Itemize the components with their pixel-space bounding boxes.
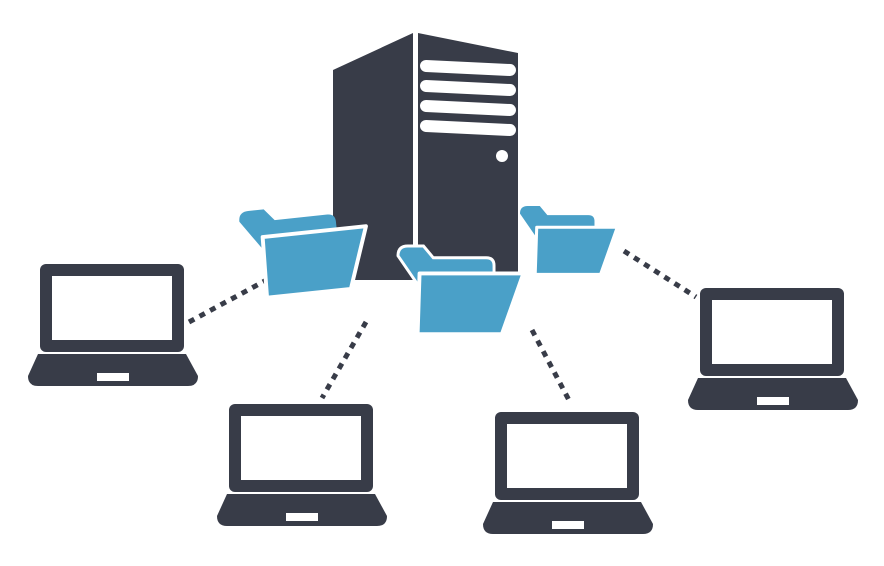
laptop-icon — [28, 264, 198, 386]
laptop-display — [507, 424, 627, 488]
laptop-trackpad — [286, 513, 318, 521]
server-drive-bay — [420, 60, 516, 76]
open-folder-icon — [520, 206, 619, 276]
laptop-base — [483, 502, 653, 534]
laptop-display — [52, 276, 172, 340]
connection-line-left — [187, 274, 274, 325]
folder-front — [415, 271, 526, 337]
laptop-base — [688, 378, 858, 410]
open-folder-icon — [396, 244, 526, 337]
connection-lines — [187, 248, 698, 406]
folder-front — [260, 224, 368, 300]
laptop-display — [712, 300, 832, 364]
folder-front — [533, 225, 619, 276]
server-power-light — [496, 150, 508, 162]
server-tower-icon — [333, 33, 518, 280]
laptop-icon — [217, 404, 387, 526]
connection-line-center-right — [529, 328, 574, 406]
server-drive-bays — [420, 60, 516, 136]
server-drive-bay — [420, 120, 516, 136]
connection-line-center-left — [319, 320, 369, 400]
server-side-panel — [333, 33, 413, 280]
laptop-trackpad — [97, 373, 129, 381]
laptop-trackpad — [757, 397, 789, 405]
laptop-icon — [688, 288, 858, 410]
server-drive-bay — [420, 100, 516, 116]
open-folder-icon — [239, 209, 368, 300]
connection-line-right — [622, 248, 698, 300]
laptop-base — [28, 354, 198, 386]
laptop-trackpad — [552, 521, 584, 529]
laptop-icon — [483, 412, 653, 534]
server-drive-bay — [420, 80, 516, 96]
laptop-base — [217, 494, 387, 526]
laptop-display — [241, 416, 361, 480]
